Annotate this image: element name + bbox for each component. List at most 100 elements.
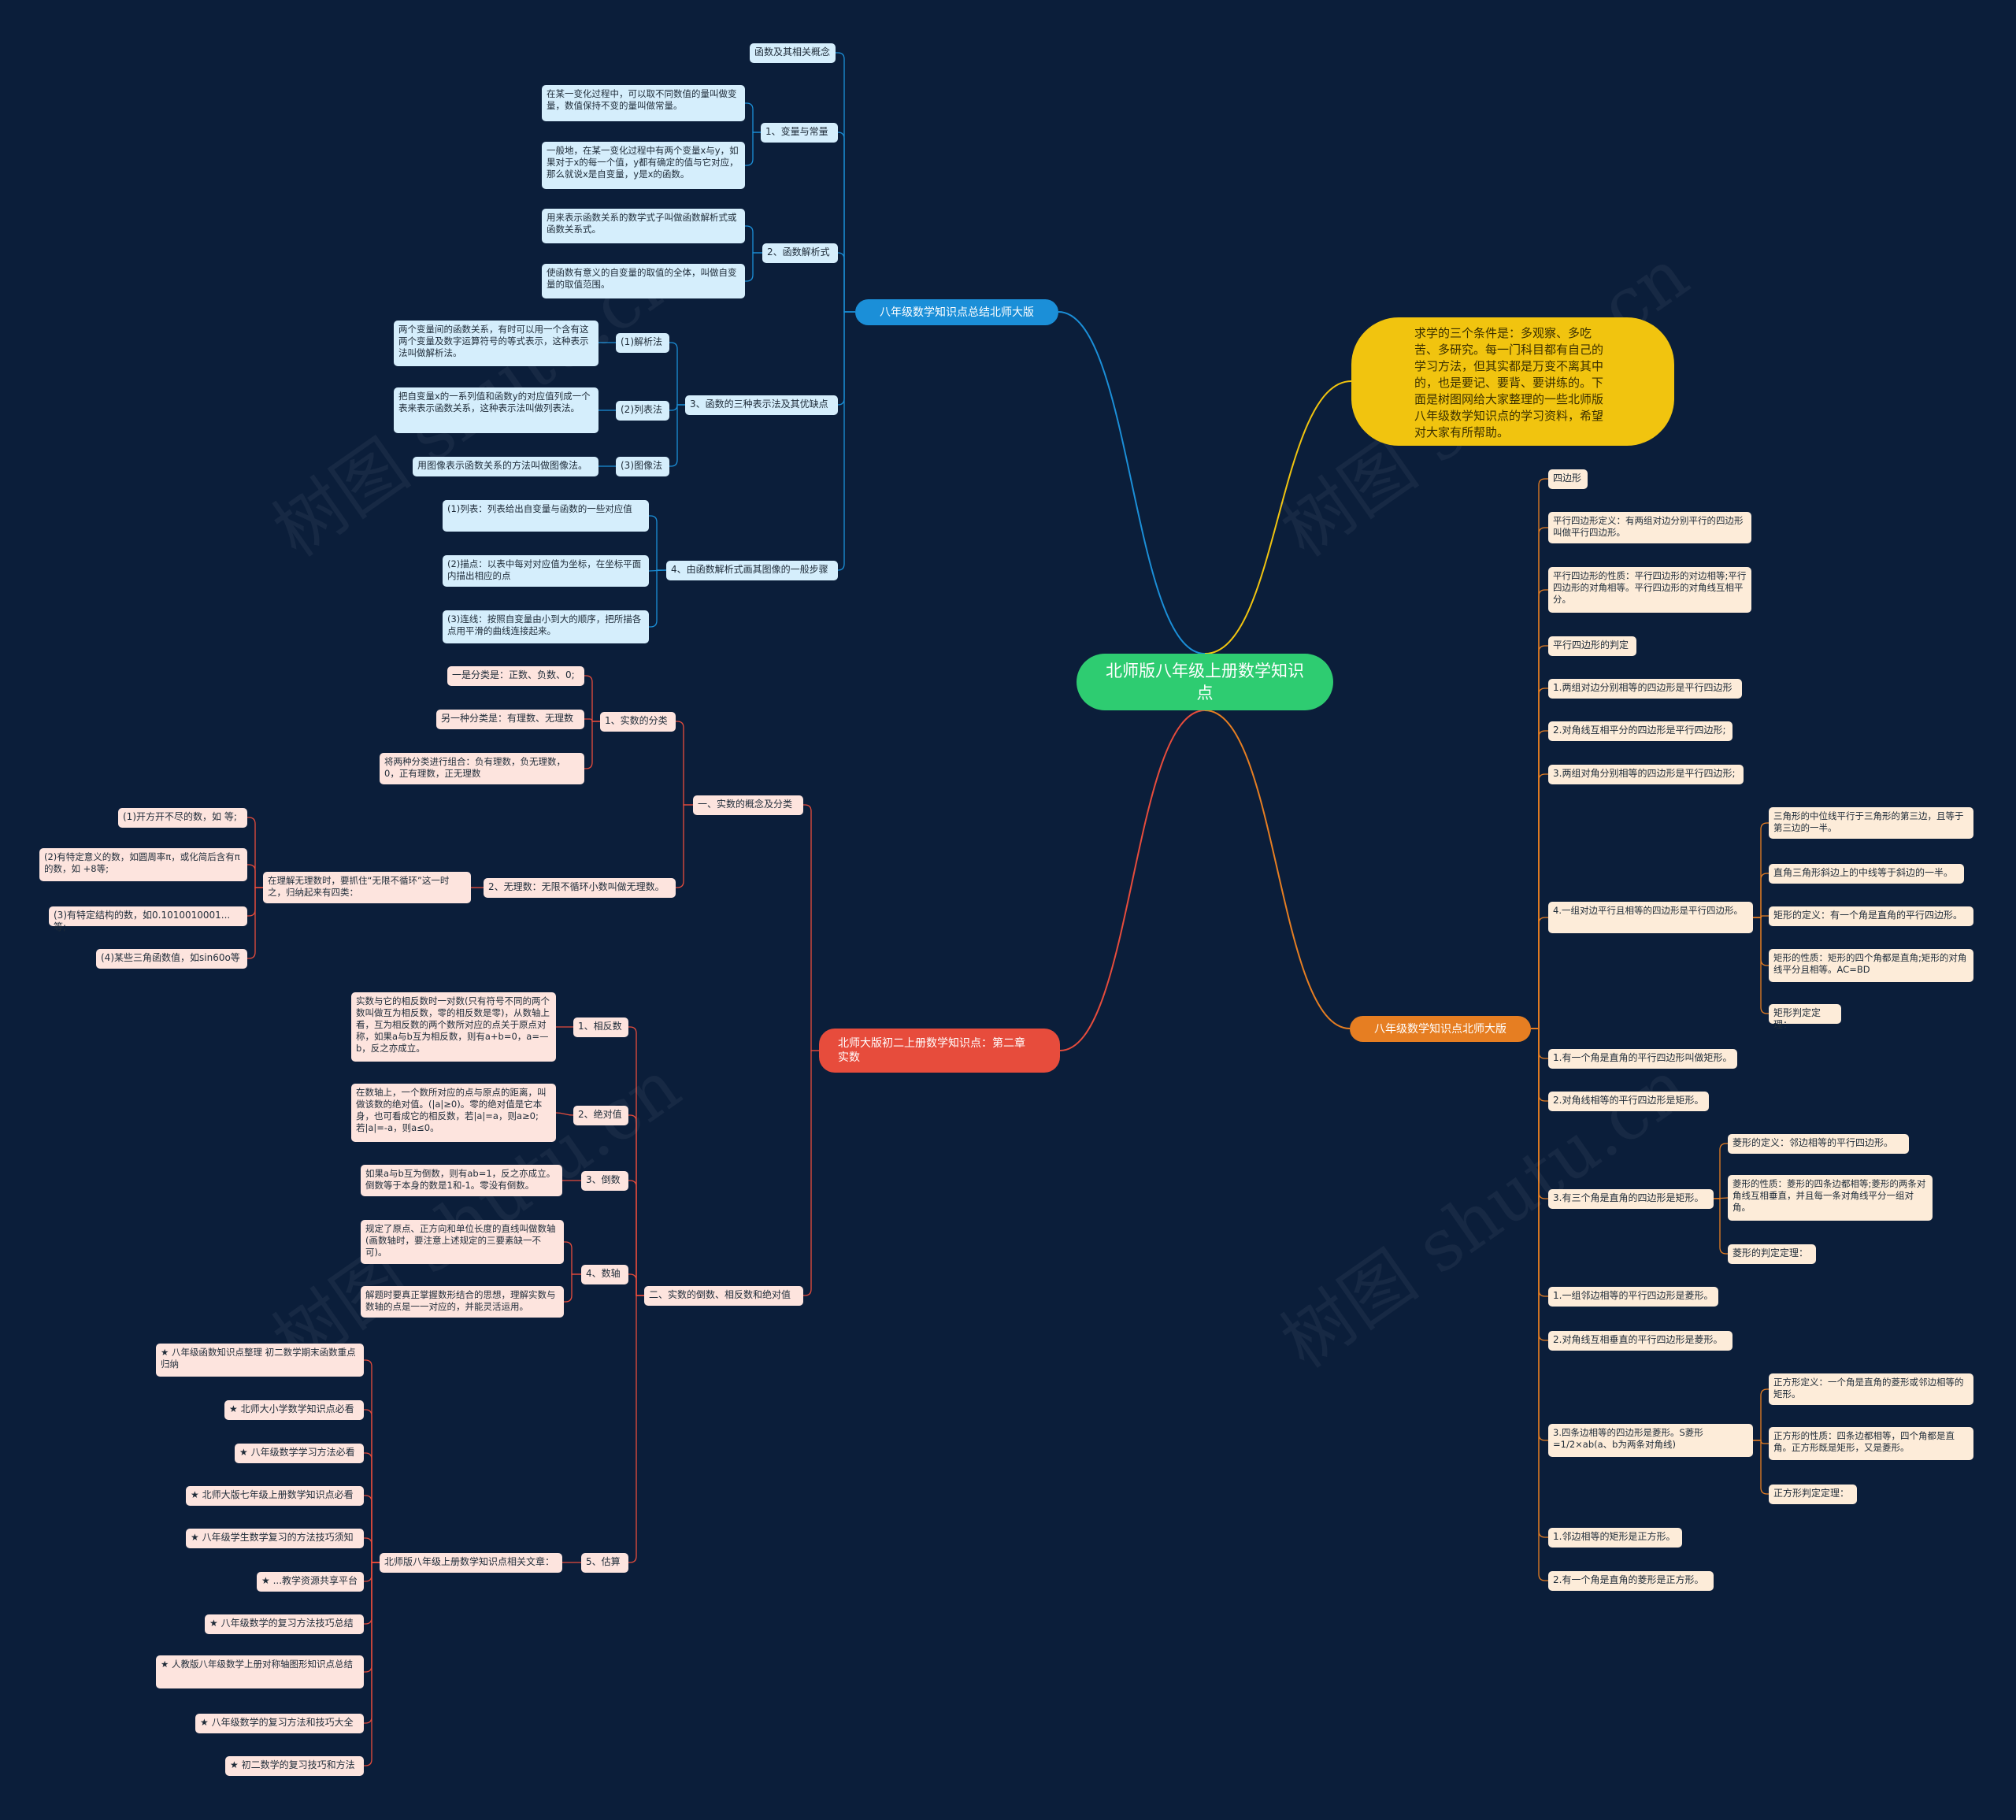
estimation[interactable]: 5、估算 xyxy=(581,1553,628,1573)
item-rhombus[interactable]: 1.一组邻边相等的平行四边形是菱形。 xyxy=(1548,1287,1718,1307)
opposite[interactable]: 1、相反数 xyxy=(573,1017,628,1037)
article-link[interactable]: ★ ...教学资源共享平台 xyxy=(257,1572,364,1592)
irrational-root[interactable]: (1)开方开不尽的数，如 等; xyxy=(118,808,247,828)
article-link[interactable]: ★ 八年级函数知识点整理 初二数学期末函数重点归纳 xyxy=(156,1344,364,1377)
expression-def[interactable]: 用来表示函数关系的数学式子叫做函数解析式或函数关系式。 xyxy=(542,209,745,243)
item-criterion[interactable]: 3.两组对角分别相等的四边形是平行四边形; xyxy=(1548,765,1744,784)
real-number-concept[interactable]: 一、实数的概念及分类 xyxy=(693,795,803,815)
graph-method[interactable]: (3)图像法 xyxy=(616,457,669,476)
branch-quadrilaterals[interactable]: 八年级数学知识点北师大版 xyxy=(1350,1016,1531,1042)
item-rhombus[interactable]: 3.四条边相等的四边形是菱形。S菱形=1/2×ab(a、b为两条对角线) xyxy=(1548,1424,1753,1457)
connector-line xyxy=(837,311,855,406)
rect-detail[interactable]: 直角三角形斜边上的中线等于斜边的一半。 xyxy=(1769,864,1964,884)
connector-line xyxy=(628,1295,644,1563)
irrational-types[interactable]: 在理解无理数时，要抓住“无限不循环”这一时之，归纳起来有四类： xyxy=(263,872,471,903)
square-detail[interactable]: 正方形定义：一个角是直角的菱形或邻边相等的矩形。 xyxy=(1769,1373,1973,1405)
article-link[interactable]: ★ 八年级数学的复习方法和技巧大全 xyxy=(195,1714,364,1733)
variable-constant[interactable]: 1、变量与常量 xyxy=(761,123,838,143)
item-rectangle[interactable]: 2.对角线相等的平行四边形是矩形。 xyxy=(1548,1092,1709,1111)
number-line-def[interactable]: 规定了原点、正方向和单位长度的直线叫做数轴(画数轴时，要注意上述规定的三要素缺一… xyxy=(361,1220,564,1264)
connector-line xyxy=(669,342,685,406)
domain-def[interactable]: 使函数有意义的自变量的取值的全体，叫做自变量的取值范围。 xyxy=(542,264,745,298)
item-criterion[interactable]: 1.两组对边分别相等的四边形是平行四边形 xyxy=(1548,679,1742,699)
table-method[interactable]: (2)列表法 xyxy=(616,401,669,421)
rhombus-detail[interactable]: 菱形的性质：菱形的四条边都相等;菱形的两条对角线互相垂直，并且每一条对角线平分一… xyxy=(1728,1175,1933,1221)
step-list[interactable]: (1)列表：列表给出自变量与函数的一些对应值 xyxy=(443,500,649,532)
graph-def[interactable]: 用图像表示函数关系的方法叫做图像法。 xyxy=(413,457,598,476)
concept-label[interactable]: 函数及其相关概念 xyxy=(750,43,836,63)
class-two[interactable]: 另一种分类是：有理数、无理数 xyxy=(436,710,584,729)
connector-line xyxy=(1753,1440,1769,1495)
item-rectangle[interactable]: 1.有一个角是直角的平行四边形叫做矩形。 xyxy=(1548,1049,1737,1069)
absolute-value[interactable]: 2、绝对值 xyxy=(573,1106,628,1125)
article-link[interactable]: ★ 八年级数学的复习方法技巧总结 xyxy=(205,1614,364,1634)
connector-line xyxy=(1531,1028,1548,1441)
item-criterion[interactable]: 2.对角线互相平分的四边形是平行四边形; xyxy=(1548,721,1732,741)
rect-detail[interactable]: 矩形判定定理： xyxy=(1769,1004,1841,1030)
article-link[interactable]: ★ 初二数学的复习技巧和方法 xyxy=(225,1756,364,1776)
connector-line xyxy=(1531,589,1548,1029)
number-line[interactable]: 4、数轴 xyxy=(581,1265,628,1284)
rect-detail[interactable]: 矩形的定义：有一个角是直角的平行四边形。 xyxy=(1769,906,1973,926)
class-one[interactable]: 一是分类是：正数、负数、0; xyxy=(447,666,584,686)
classification[interactable]: 1、实数的分类 xyxy=(600,712,676,732)
square-detail[interactable]: 正方形判定定理： xyxy=(1769,1485,1857,1504)
article-link[interactable]: ★ 北师大版七年级上册数学知识点必看 xyxy=(186,1486,364,1506)
article-link[interactable]: ★ 八年级学生数学复习的方法技巧须知 xyxy=(186,1529,364,1548)
connector-line xyxy=(745,132,761,166)
step-connect[interactable]: (3)连线：按照自变量由小到大的顺序，把所描各点用平滑的曲线连接起来。 xyxy=(443,610,649,643)
item-square[interactable]: 2.有一个角是直角的菱形是正方形。 xyxy=(1548,1571,1714,1591)
item-rectangle[interactable]: 3.有三个角是直角的四边形是矩形。 xyxy=(1548,1189,1714,1209)
irrational[interactable]: 2、无理数：无限不循环小数叫做无理数。 xyxy=(484,878,676,898)
connector-line xyxy=(1531,730,1548,1029)
connector-line xyxy=(1531,1028,1548,1059)
rect-detail[interactable]: 三角形的中位线平行于三角形的第三边，且等于第三边的一半。 xyxy=(1769,807,1973,839)
connector-line xyxy=(247,817,263,888)
square-detail[interactable]: 正方形的性质：四条边都相等，四个角都是直角。正方形既是矩形，又是菱形。 xyxy=(1769,1427,1973,1460)
connector-line xyxy=(803,1050,819,1296)
irrational-trig[interactable]: (4)某些三角函数值，如sin60o等 xyxy=(96,949,247,969)
analytic-def[interactable]: 两个变量间的函数关系，有时可以用一个含有这两个变量及数字运算符号的等式表示，这种… xyxy=(394,321,598,366)
connector-line xyxy=(803,804,819,1051)
connector-line xyxy=(584,675,600,722)
article-link[interactable]: ★ 北师大小学数学知识点必看 xyxy=(224,1400,364,1420)
three-representations[interactable]: 3、函数的三种表示法及其优缺点 xyxy=(685,395,838,415)
irrational-pattern[interactable]: (3)有特定结构的数，如0.1010010001...等; xyxy=(49,906,247,932)
rhombus-detail[interactable]: 菱形的定义：邻边相等的平行四边形。 xyxy=(1728,1134,1909,1154)
reciprocal-def[interactable]: 如果a与b互为倒数，则有ab=1，反之亦成立。倒数等于本身的数是1和-1。零没有… xyxy=(361,1165,562,1196)
article-link[interactable]: ★ 人教版八年级数学上册对称轴图形知识点总结 xyxy=(156,1655,364,1688)
absolute-def[interactable]: 在数轴上，一个数所对应的点与原点的距离，叫做该数的绝对值。(|a|≥0)。零的绝… xyxy=(351,1084,556,1142)
item-parallelogram-criteria[interactable]: 平行四边形的判定 xyxy=(1548,636,1636,656)
drawing-steps[interactable]: 4、由函数解析式画其图像的一般步骤 xyxy=(666,561,838,580)
connector-line xyxy=(837,252,855,313)
rhombus-detail[interactable]: 菱形的判定定理： xyxy=(1728,1244,1816,1264)
item-parallelogram-def[interactable]: 平行四边形定义：有两组对边分别平行的四边形叫做平行四边形。 xyxy=(1548,512,1751,543)
class-combined[interactable]: 将两种分类进行组合：负有理数，负无理数，0，正有理数，正无理数 xyxy=(380,753,584,784)
variable-def[interactable]: 在某一变化过程中，可以取不同数值的量叫做变量，数值保持不变的量叫做常量。 xyxy=(542,85,745,121)
connector-line xyxy=(1059,710,1206,1051)
root-topic[interactable]: 北师版八年级上册数学知识点 xyxy=(1077,654,1333,710)
table-def[interactable]: 把自变量x的一系列值和函数y的对应值列成一个表来表示函数关系，这种表示法叫做列表… xyxy=(394,387,598,433)
item-criterion[interactable]: 4.一组对边平行且相等的四边形是平行四边形。 xyxy=(1548,902,1753,933)
connector-line xyxy=(564,1241,581,1275)
expression-node[interactable]: 2、函数解析式 xyxy=(762,243,838,263)
item-rhombus[interactable]: 2.对角线互相垂直的平行四边形是菱形。 xyxy=(1548,1331,1732,1351)
number-line-usage[interactable]: 解题时要真正掌握数形结合的思想，理解实数与数轴的点是一一对应的，并能灵活运用。 xyxy=(361,1286,564,1318)
branch-summary[interactable]: 八年级数学知识点总结北师大版 xyxy=(855,299,1058,325)
item-square[interactable]: 1.邻边相等的矩形是正方形。 xyxy=(1548,1528,1682,1548)
analytic-method[interactable]: (1)解析法 xyxy=(616,333,669,353)
article-link[interactable]: ★ 八年级数学学习方法必看 xyxy=(235,1444,364,1463)
branch-real-numbers[interactable]: 北师大版初二上册数学知识点：第二章实数 xyxy=(819,1029,1060,1073)
function-def[interactable]: 一般地，在某一变化过程中有两个变量x与y，如果对于x的每一个值，y都有确定的值与… xyxy=(542,142,745,189)
related-articles[interactable]: 北师版八年级上册数学知识点相关文章： xyxy=(380,1553,562,1573)
rect-detail[interactable]: 矩形的性质：矩形的四个角都是直角;矩形的对角线平分且相等。AC=BD xyxy=(1769,949,1973,982)
item-parallelogram-props[interactable]: 平行四边形的性质：平行四边形的对边相等;平行四边形的对角相等。平行四边形的对角线… xyxy=(1548,567,1751,613)
connector-line xyxy=(1531,773,1548,1029)
reciprocal[interactable]: 3、倒数 xyxy=(581,1171,628,1191)
intro-bubble[interactable]: 求学的三个条件是：多观察、多吃苦、多研究。每一门科目都有自己的学习方法，但其实都… xyxy=(1351,317,1674,446)
irrational-pi[interactable]: (2)有特定意义的数，如圆周率π，或化简后含有π的数，如 +8等; xyxy=(39,848,247,881)
step-plot[interactable]: (2)描点：以表中每对对应值为坐标，在坐标平面内描出相应的点 xyxy=(443,555,649,587)
opposite-def[interactable]: 实数与它的相反数时一对数(只有符号不同的两个数叫做互为相反数，零的相反数是零)，… xyxy=(351,992,556,1062)
reciprocal-group[interactable]: 二、实数的倒数、相反数和绝对值 xyxy=(644,1286,803,1306)
item-quadrilateral[interactable]: 四边形 xyxy=(1548,469,1588,489)
